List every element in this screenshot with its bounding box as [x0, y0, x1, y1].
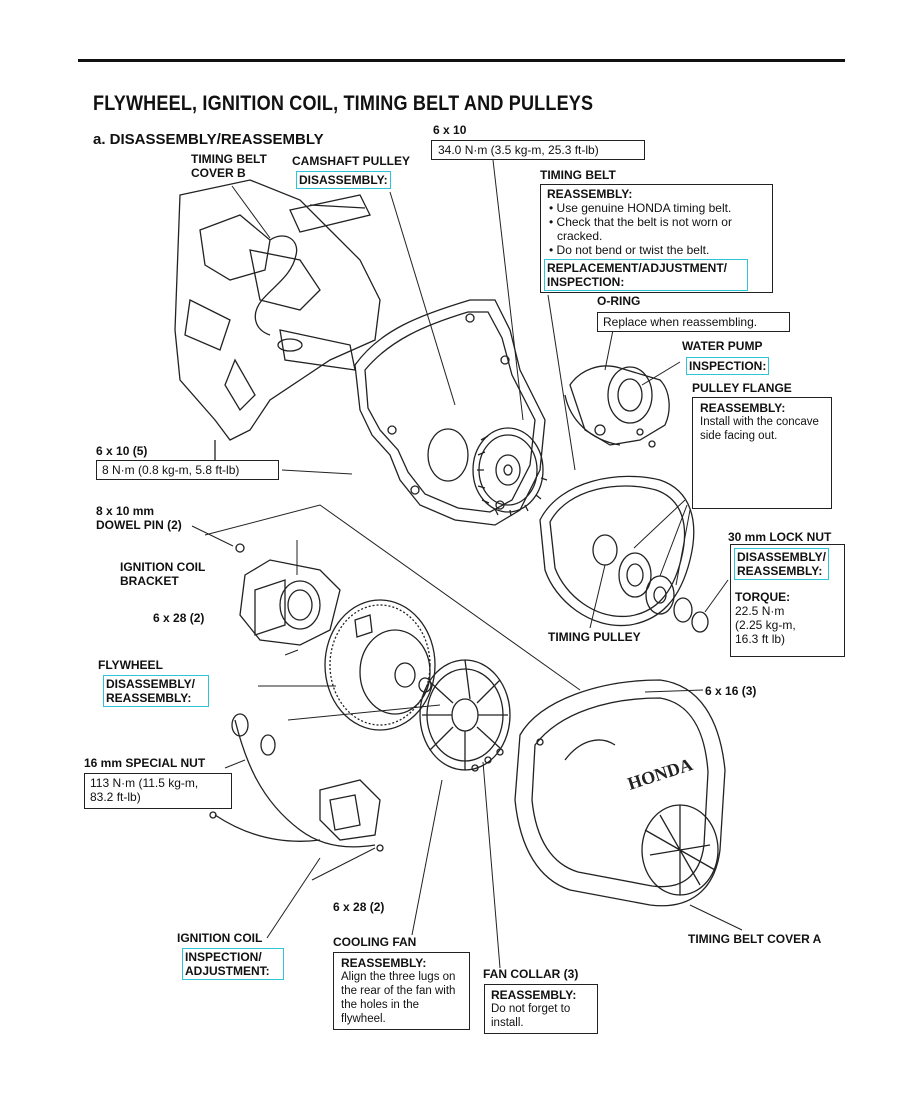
ignition-coil-action-box[interactable]: INSPECTION/ ADJUSTMENT: — [182, 948, 284, 980]
o-ring-label: O-RING — [597, 294, 641, 308]
bolt-6x28-upper-label: 6 x 28 (2) — [153, 611, 205, 625]
torque-6x10-top-text: 34.0 N·m (3.5 kg-m, 25.3 ft-lb) — [438, 143, 599, 157]
timing-belt-cover-b-label-2: COVER B — [191, 166, 246, 180]
timing-pulley-drawing — [592, 534, 709, 633]
camshaft-pulley-label: CAMSHAFT PULLEY — [292, 154, 410, 168]
engine-block-drawing — [174, 179, 381, 471]
torque-6x10-top-box: 34.0 N·m (3.5 kg-m, 25.3 ft-lb) — [431, 140, 645, 160]
fan-collar-note-box: REASSEMBLY: Do not forget to install. — [484, 984, 598, 1034]
flywheel-action-box[interactable]: DISASSEMBLY/ REASSEMBLY: — [103, 675, 209, 707]
pulley-flange-note: Install with the concave side facing out… — [700, 416, 819, 442]
pulley-flange-note-box: REASSEMBLY: Install with the concave sid… — [692, 397, 832, 509]
section-heading: a. DISASSEMBLY/REASSEMBLY — [93, 131, 324, 148]
cooling-fan-drawing — [419, 659, 511, 772]
cooling-fan-note-box: REASSEMBLY: Align the three lugs on the … — [333, 952, 470, 1030]
lock-nut-torque-2: (2.25 kg-m, — [735, 618, 796, 632]
timing-belt-label: TIMING BELT — [540, 168, 616, 182]
lock-nut-torque-head: TORQUE: — [735, 590, 791, 604]
lock-nut-action-2: REASSEMBLY: — [737, 564, 823, 578]
cover-brand-text: HONDA — [625, 754, 695, 794]
lock-nut-torque-1: 22.5 N·m — [735, 604, 785, 618]
flywheel-action-1: DISASSEMBLY/ — [106, 677, 195, 691]
lock-nut-action-box[interactable]: DISASSEMBLY/ REASSEMBLY: — [734, 548, 829, 580]
o-ring-note: Replace when reassembling. — [603, 315, 758, 329]
ignition-coil-bracket-label-1: IGNITION COIL — [120, 560, 206, 574]
bolt-6x10-5-label: 6 x 10 (5) — [96, 444, 148, 458]
header-rule — [78, 59, 845, 62]
special-nut-torque-1: 113 N·m (11.5 kg-m, — [90, 776, 199, 790]
cooling-fan-note-head: REASSEMBLY: — [341, 956, 427, 970]
flywheel-drawing — [324, 599, 436, 731]
pulley-flange-label: PULLEY FLANGE — [692, 381, 792, 395]
ignition-coil-action-1: INSPECTION/ — [185, 950, 262, 964]
timing-belt-action-2: INSPECTION: — [547, 275, 625, 289]
timing-belt-action-box[interactable]: REPLACEMENT/ADJUSTMENT/ INSPECTION: — [544, 259, 748, 291]
bolt-6x10-top-label: 6 x 10 — [433, 123, 467, 137]
pulley-flange-note-head: REASSEMBLY: — [700, 401, 786, 415]
timing-belt-note-head: REASSEMBLY: — [547, 187, 633, 201]
fan-collar-note-head: REASSEMBLY: — [491, 988, 577, 1002]
cooling-fan-note: Align the three lugs on the rear of the … — [341, 971, 456, 1025]
lock-nut-box: DISASSEMBLY/ REASSEMBLY: TORQUE: 22.5 N·… — [730, 544, 845, 657]
special-nut-torque-2: 83.2 ft-lb) — [90, 790, 141, 804]
special-nut-torque-box: 113 N·m (11.5 kg-m, 83.2 ft-lb) — [84, 773, 232, 809]
timing-belt-note-3: • Do not bend or twist the belt. — [549, 243, 710, 257]
lock-nut-label: 30 mm LOCK NUT — [728, 530, 832, 544]
timing-belt-cover-b-label-1: TIMING BELT — [191, 152, 267, 166]
ignition-coil-label: IGNITION COIL — [177, 931, 263, 945]
water-pump-action-box[interactable]: INSPECTION: — [686, 357, 770, 375]
torque-6x10-5-text: 8 N·m (0.8 kg-m, 5.8 ft-lb) — [102, 463, 240, 477]
fan-collar-label: FAN COLLAR (3) — [483, 967, 579, 981]
dowel-pin-label-2: DOWEL PIN (2) — [96, 518, 182, 532]
lock-nut-action-1: DISASSEMBLY/ — [737, 550, 826, 564]
camshaft-pulley-action-box[interactable]: DISASSEMBLY: — [296, 171, 391, 189]
water-pump-label: WATER PUMP — [682, 339, 763, 353]
timing-pulley-label: TIMING PULLEY — [548, 630, 641, 644]
page-title: FLYWHEEL, IGNITION COIL, TIMING BELT AND… — [93, 92, 594, 115]
timing-belt-action-1: REPLACEMENT/ADJUSTMENT/ — [547, 261, 728, 275]
dowel-pin-label-1: 8 x 10 mm — [96, 504, 155, 518]
timing-belt-cover-a-drawing — [514, 679, 726, 907]
ignition-coil-bracket-label-2: BRACKET — [120, 574, 179, 588]
bolt-6x28-lower-label: 6 x 28 (2) — [333, 900, 385, 914]
camshaft-pulley-drawing — [472, 427, 548, 517]
special-nut-label: 16 mm SPECIAL NUT — [84, 756, 206, 770]
timing-belt-cover-a-label: TIMING BELT COVER A — [688, 932, 822, 946]
lock-nut-torque-3: 16.3 ft lb) — [735, 632, 786, 646]
flywheel-label: FLYWHEEL — [98, 658, 163, 672]
flywheel-action-2: REASSEMBLY: — [106, 691, 192, 705]
o-ring-note-box: Replace when reassembling. — [597, 312, 790, 332]
water-pump-drawing — [564, 365, 670, 448]
cooling-fan-label: COOLING FAN — [333, 935, 417, 949]
ignition-coil-bracket-drawing — [235, 543, 341, 646]
ignition-coil-drawing — [209, 713, 384, 852]
timing-belt-note-1: • Use genuine HONDA timing belt. — [549, 201, 732, 215]
torque-6x10-5-box: 8 N·m (0.8 kg-m, 5.8 ft-lb) — [96, 460, 279, 480]
leader-lines — [191, 159, 743, 969]
timing-belt-note-2: • Check that the belt is not worn or cra… — [549, 215, 732, 243]
ignition-coil-action-2: ADJUSTMENT: — [185, 964, 270, 978]
timing-belt-cover-b-drawing — [354, 299, 546, 526]
bolt-6x16-label: 6 x 16 (3) — [705, 684, 757, 698]
fan-collar-note: Do not forget to install. — [491, 1003, 571, 1029]
